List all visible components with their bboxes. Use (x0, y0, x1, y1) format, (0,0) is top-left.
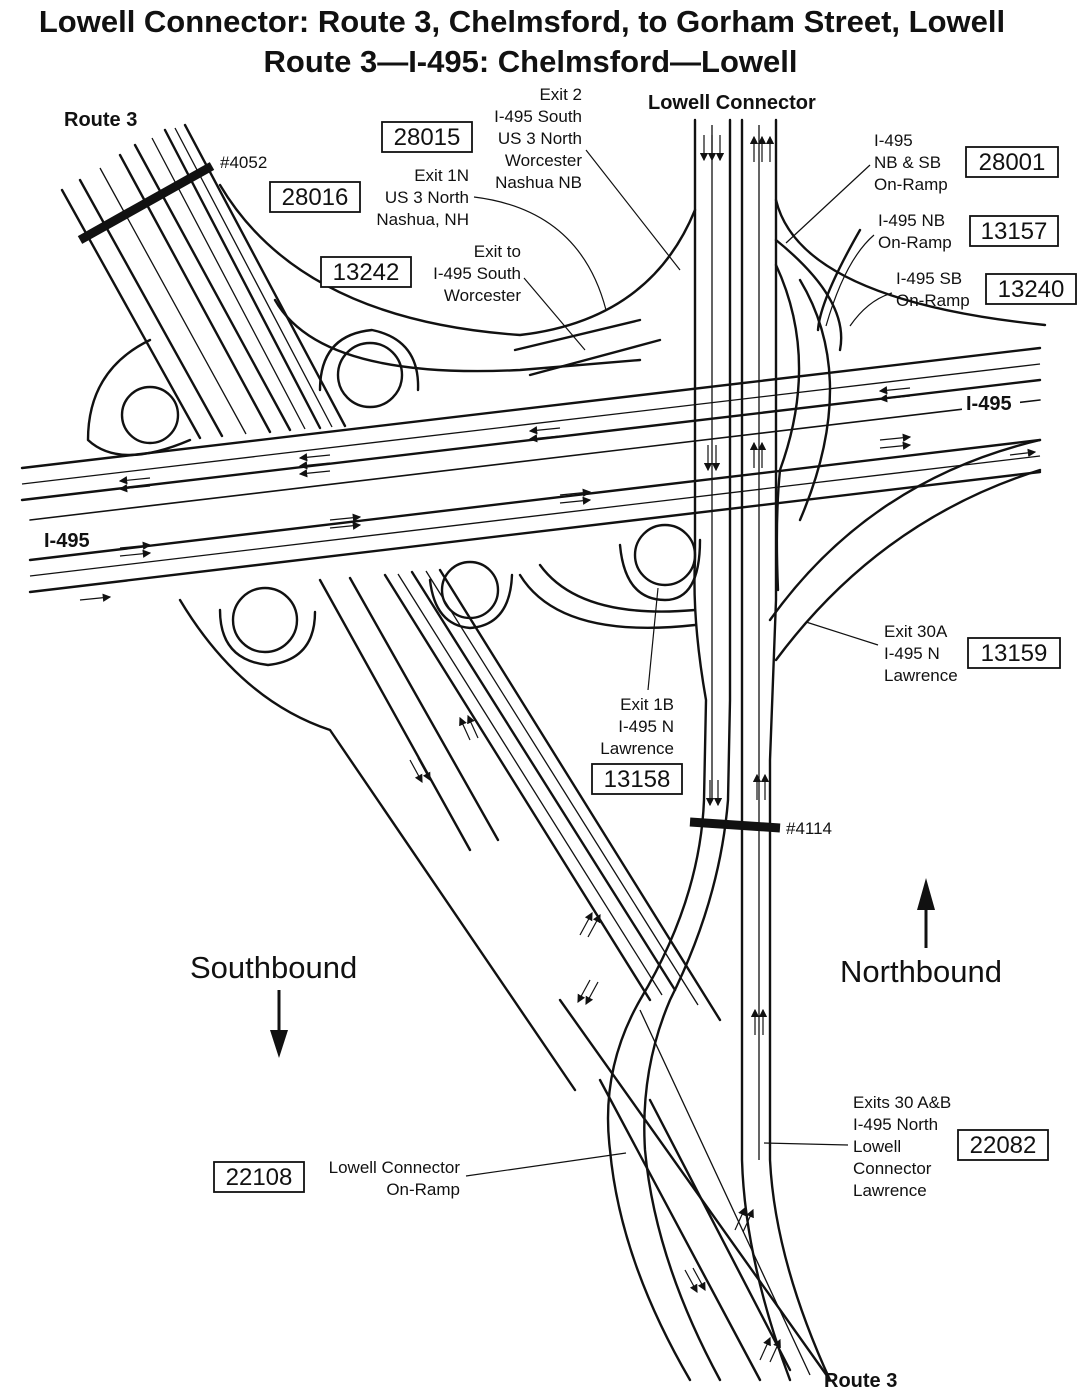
i495-left-label: I-495 (44, 530, 90, 552)
svg-text:Nashua, NH: Nashua, NH (376, 210, 469, 229)
svg-text:I-495 N: I-495 N (618, 717, 674, 736)
svg-text:13159: 13159 (981, 640, 1048, 667)
svg-text:I-495 South: I-495 South (494, 107, 582, 126)
svg-text:Nashua NB: Nashua NB (495, 173, 582, 192)
structure-22082: 22082 Exits 30 A&B I-495 North Lowell Co… (763, 1093, 1049, 1200)
svg-text:I-495 North: I-495 North (853, 1115, 938, 1134)
i495-right-label: I-495 (966, 393, 1012, 415)
title-line-2: Route 3—I-495: Chelmsford—Lowell (263, 44, 798, 79)
svg-text:On-Ramp: On-Ramp (896, 291, 970, 310)
structure-28001: 28001 I-495 NB & SB On-Ramp (785, 131, 1059, 244)
svg-text:Lawrence: Lawrence (853, 1181, 927, 1200)
lowell-connector (606, 118, 832, 1382)
svg-text:Lawrence: Lawrence (600, 739, 674, 758)
svg-text:I-495 NB: I-495 NB (878, 211, 945, 230)
svg-text:Lowell Connector: Lowell Connector (329, 1158, 461, 1177)
svg-text:I-495 South: I-495 South (433, 264, 521, 283)
structure-28016: 28016 Exit 1N US 3 North Nashua, NH (269, 166, 607, 311)
northbound-arrowhead-icon (917, 878, 935, 910)
northbound-label: Northbound (840, 954, 1002, 989)
structure-13242: 13242 Exit to I-495 South Worcester (320, 242, 586, 351)
svg-text:I-495 SB: I-495 SB (896, 269, 962, 288)
structure-13159: 13159 Exit 30A I-495 N Lawrence (805, 621, 1061, 685)
ramps (86, 183, 1047, 667)
svg-text:Exits 30 A&B: Exits 30 A&B (853, 1093, 951, 1112)
lane-arrows (79, 135, 1037, 1363)
structure-28015: 28015 Exit 2 I-495 South US 3 North Worc… (381, 85, 681, 271)
svg-text:22108: 22108 (226, 1164, 293, 1191)
svg-text:US 3 North: US 3 North (498, 129, 582, 148)
svg-text:NB & SB: NB & SB (874, 153, 941, 172)
svg-text:Worcester: Worcester (505, 151, 582, 170)
svg-text:Exit 1B: Exit 1B (620, 695, 674, 714)
route3-lower (178, 568, 832, 1382)
svg-text:28016: 28016 (282, 184, 349, 211)
structure-13240: 13240 I-495 SB On-Ramp (849, 269, 1077, 327)
route3-top-label: Route 3 (64, 109, 137, 131)
svg-text:US 3 North: US 3 North (385, 188, 469, 207)
svg-text:On-Ramp: On-Ramp (386, 1180, 460, 1199)
svg-text:Lowell: Lowell (853, 1137, 901, 1156)
svg-text:28015: 28015 (394, 124, 461, 151)
svg-text:Connector: Connector (853, 1159, 932, 1178)
svg-text:I-495 N: I-495 N (884, 644, 940, 663)
svg-text:Exit 30A: Exit 30A (884, 622, 948, 641)
svg-text:13158: 13158 (604, 766, 671, 793)
svg-text:On-Ramp: On-Ramp (878, 233, 952, 252)
bridge-4114-label: #4114 (786, 819, 832, 838)
svg-text:13240: 13240 (998, 276, 1065, 303)
svg-text:13242: 13242 (333, 259, 400, 286)
bridge-4052-label: #4052 (220, 153, 267, 172)
route3-bottom-label: Route 3 (824, 1370, 897, 1392)
southbound-arrowhead-icon (270, 1030, 288, 1058)
svg-text:Exit 2: Exit 2 (539, 85, 582, 104)
structure-22108: 22108 Lowell Connector On-Ramp (213, 1152, 627, 1199)
bridge-4114-bar (689, 817, 781, 833)
title-line-1: Lowell Connector: Route 3, Chelmsford, t… (38, 4, 1006, 39)
svg-text:I-495: I-495 (874, 131, 913, 150)
lowell-connector-label: Lowell Connector (648, 92, 816, 114)
svg-text:Exit to: Exit to (474, 242, 521, 261)
svg-text:28001: 28001 (979, 149, 1046, 176)
structure-13157: 13157 I-495 NB On-Ramp (825, 211, 1059, 327)
svg-text:22082: 22082 (970, 1132, 1037, 1159)
svg-text:Lawrence: Lawrence (884, 666, 958, 685)
svg-text:13157: 13157 (981, 218, 1048, 245)
southbound-label: Southbound (190, 950, 357, 985)
svg-text:On-Ramp: On-Ramp (874, 175, 948, 194)
bridge-4052-bar (77, 162, 215, 244)
svg-text:Exit 1N: Exit 1N (414, 166, 469, 185)
i495-mainline (20, 346, 1042, 594)
structure-13158: 13158 Exit 1B I-495 N Lawrence (591, 587, 683, 795)
svg-text:Worcester: Worcester (444, 286, 521, 305)
